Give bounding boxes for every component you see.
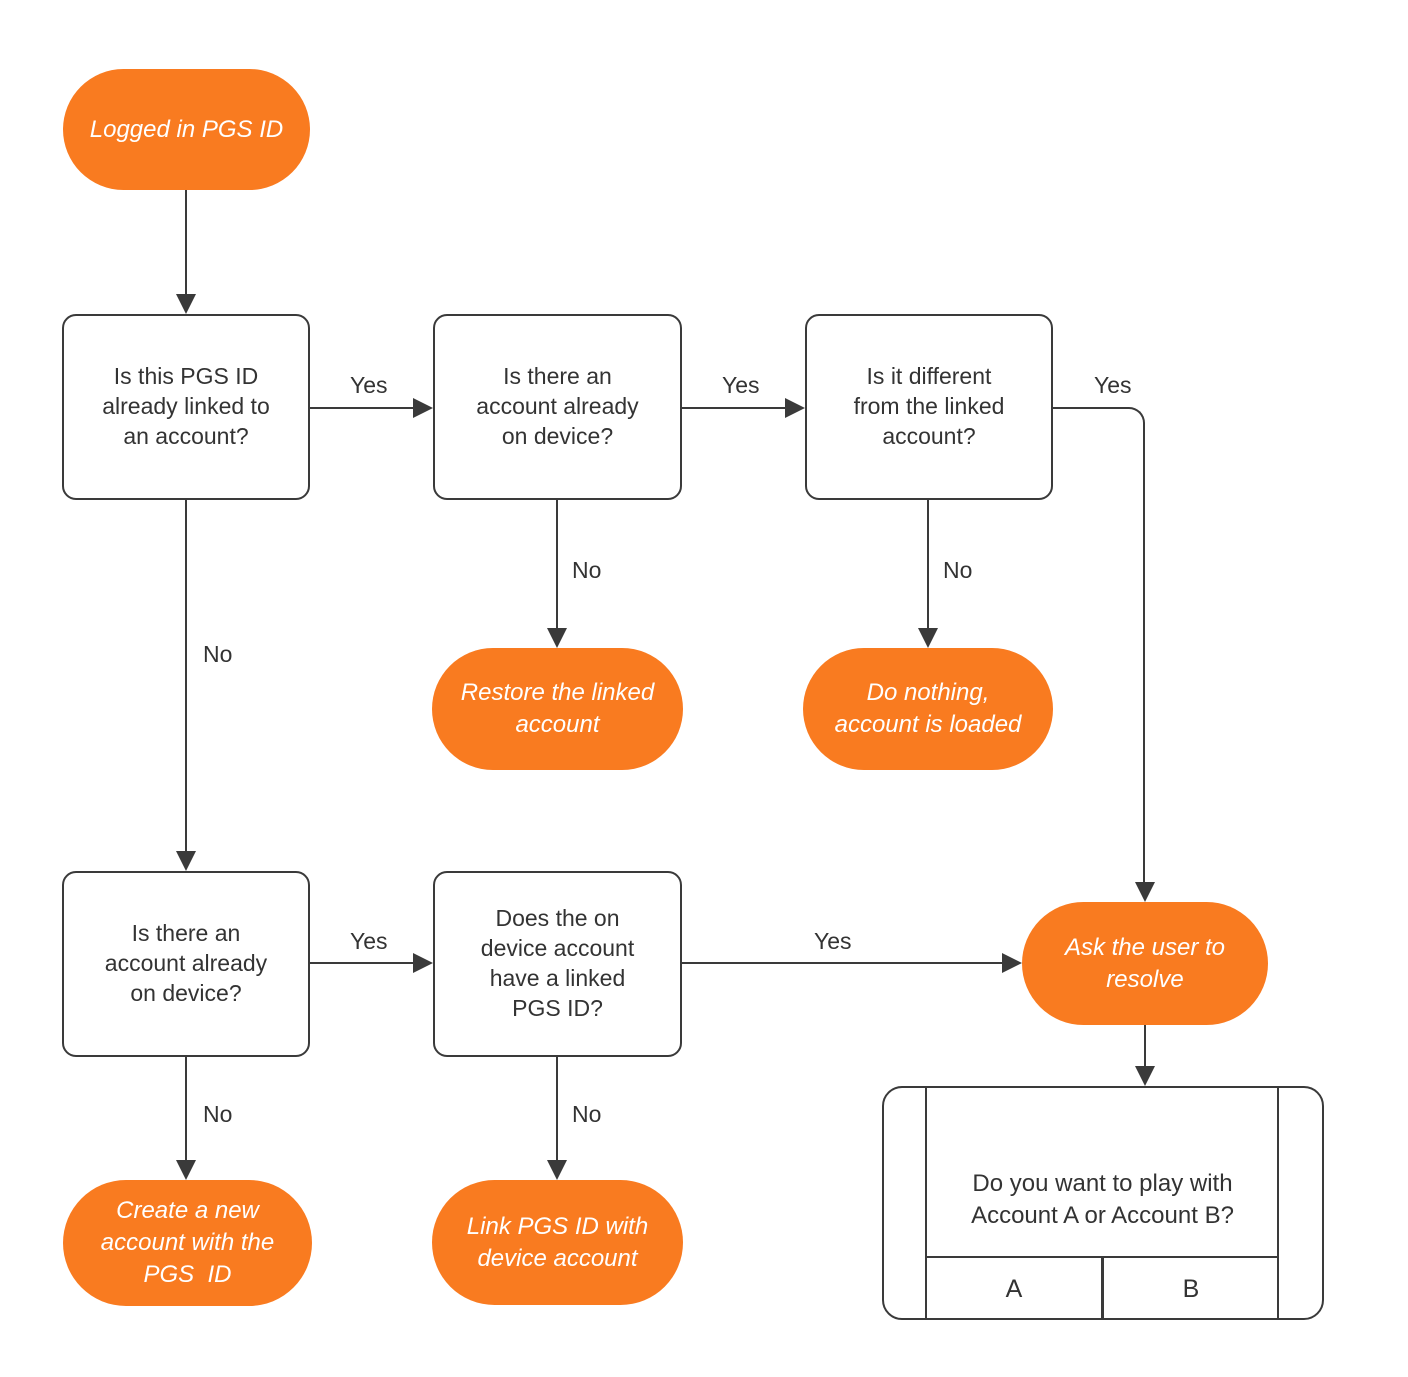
edge-label-q1-yes: Yes	[350, 372, 388, 398]
arrowhead-down-icon	[176, 851, 196, 871]
node-question-account-on-device-top: Is there an account already on device?	[433, 314, 682, 500]
edge-label-q5-yes: Yes	[814, 928, 852, 954]
edge-q3-no-line	[927, 500, 929, 630]
arrowhead-down-icon	[547, 1160, 567, 1180]
edge-q1-yes-line	[310, 407, 415, 409]
edge-q3-yes-elbow-line	[1053, 407, 1145, 882]
edge-label-q5-no: No	[572, 1101, 602, 1127]
node-action-create-new-account: Create a new account with the PGS ID	[63, 1180, 312, 1306]
edge-q2-yes-line	[682, 407, 787, 409]
edge-q1-no-line	[185, 500, 187, 853]
arrowhead-right-icon	[413, 953, 433, 973]
arrowhead-down-icon	[918, 628, 938, 648]
dialog-inner-left-edge	[925, 1086, 927, 1320]
edge-q4-yes-line	[310, 962, 415, 964]
node-action-do-nothing: Do nothing, account is loaded	[803, 648, 1053, 770]
edge-label-q2-no: No	[572, 557, 602, 583]
edge-label-q4-yes: Yes	[350, 928, 388, 954]
edge-q4-no-line	[185, 1057, 187, 1162]
arrowhead-down-icon	[176, 1160, 196, 1180]
node-action-link-pgs-id: Link PGS ID with device account	[432, 1180, 683, 1305]
node-action-restore-linked-account: Restore the linked account	[432, 648, 683, 770]
edge-q5-no-line	[556, 1057, 558, 1162]
node-question-account-on-device-bottom: Is there an account already on device?	[62, 871, 310, 1057]
node-action-ask-user-to-resolve: Ask the user to resolve	[1022, 902, 1268, 1025]
dialog-button-a: A	[1005, 1274, 1023, 1303]
dialog-inner-right-edge	[1277, 1086, 1279, 1320]
arrowhead-down-icon	[1135, 1066, 1155, 1086]
edge-label-q3-yes: Yes	[1094, 372, 1132, 398]
arrowhead-right-icon	[785, 398, 805, 418]
arrowhead-down-icon	[176, 294, 196, 314]
dialog-button-divider	[1101, 1256, 1104, 1320]
node-question-device-account-has-pgs-id: Does the on device account have a linked…	[433, 871, 682, 1057]
edge-label-q3-no: No	[943, 557, 973, 583]
edge-q2-no-line	[556, 500, 558, 630]
edge-label-q2-yes: Yes	[722, 372, 760, 398]
edge-start-to-q1-line	[185, 190, 187, 296]
node-question-different-from-linked: Is it different from the linked account?	[805, 314, 1053, 500]
node-question-pgs-id-linked: Is this PGS ID already linked to an acco…	[62, 314, 310, 500]
node-start-logged-in-pgs-id: Logged in PGS ID	[63, 69, 310, 190]
edge-label-q1-no: No	[203, 641, 233, 667]
edge-label-q4-no: No	[203, 1101, 233, 1127]
edge-q5-yes-line	[682, 962, 1004, 964]
arrowhead-down-icon	[547, 628, 567, 648]
arrowhead-right-icon	[1002, 953, 1022, 973]
edge-ask-to-dialog-line	[1144, 1025, 1146, 1068]
arrowhead-down-icon	[1135, 882, 1155, 902]
dialog-button-b: B	[1182, 1274, 1200, 1303]
arrowhead-right-icon	[413, 398, 433, 418]
dialog-question-text: Do you want to play with Account A or Ac…	[971, 1170, 1234, 1229]
